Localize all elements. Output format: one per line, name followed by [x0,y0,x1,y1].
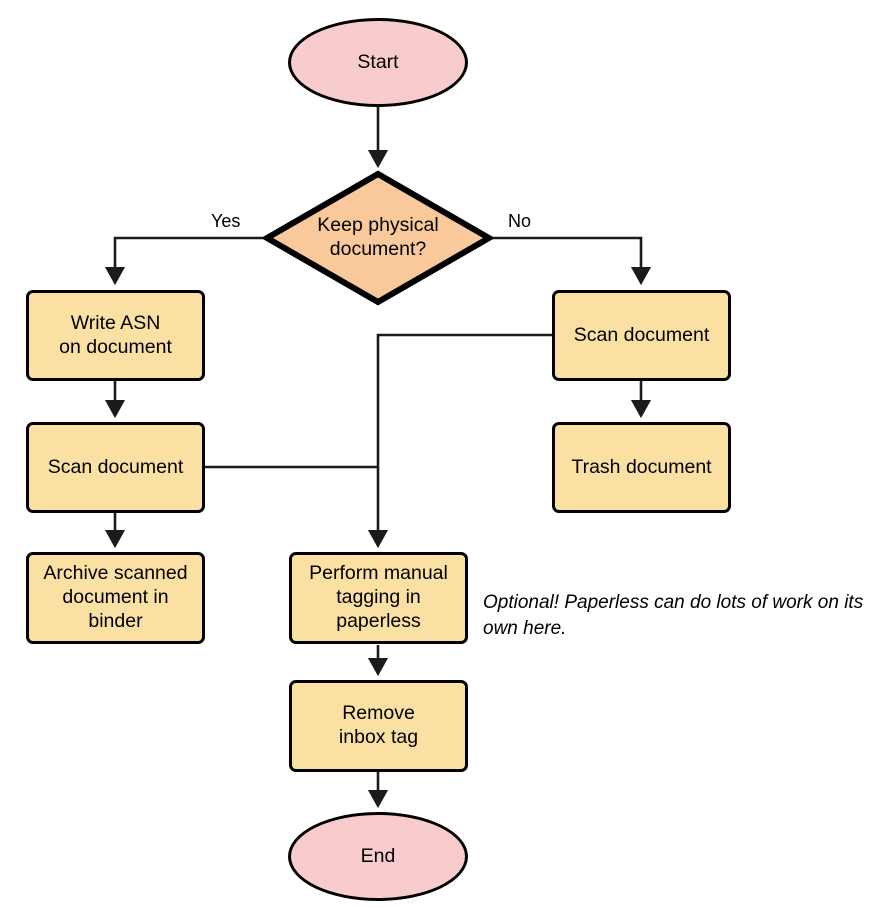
edge-decision-no-to-scan-right [493,236,652,286]
node-scan-document-left-label: Scan document [47,455,184,478]
node-end[interactable]: End [288,812,468,901]
node-write-asn-label: Write ASN on document [59,311,172,358]
edge-scan-right-to-tagging [367,333,552,549]
node-start[interactable]: Start [288,18,468,107]
diamond-shape [263,170,493,306]
node-write-asn-on-document[interactable]: Write ASN on document [26,290,205,381]
node-decision-label: Keep physical document? [317,214,439,260]
node-remove-inbox-tag[interactable]: Remove inbox tag [289,680,468,772]
node-scan-document-right-label: Scan document [573,323,710,346]
edge-decision-yes-to-write-asn [104,236,263,286]
node-trash-document[interactable]: Trash document [552,422,731,513]
node-scan-document-left[interactable]: Scan document [26,422,205,513]
edge-label-yes: Yes [211,211,241,231]
node-archive-label: Archive scanned document in binder [43,562,188,632]
node-start-label: Start [357,50,399,73]
node-remove-inbox-tag-label: Remove inbox tag [338,702,419,748]
node-tagging-label: Perform manual tagging in paperless [309,562,448,632]
node-trash-document-label: Trash document [571,455,712,478]
node-end-label: End [360,844,396,867]
edge-label-no: No [508,211,532,231]
annotation-optional-note: Optional! Paperless can do lots of work … [483,592,864,639]
node-scan-document-right[interactable]: Scan document [552,290,731,381]
node-perform-manual-tagging-in-paperless[interactable]: Perform manual tagging in paperless [289,552,468,644]
node-decision-keep-physical-document[interactable]: Keep physical document? [263,170,493,306]
node-archive-scanned-document-in-binder[interactable]: Archive scanned document in binder [26,552,205,644]
